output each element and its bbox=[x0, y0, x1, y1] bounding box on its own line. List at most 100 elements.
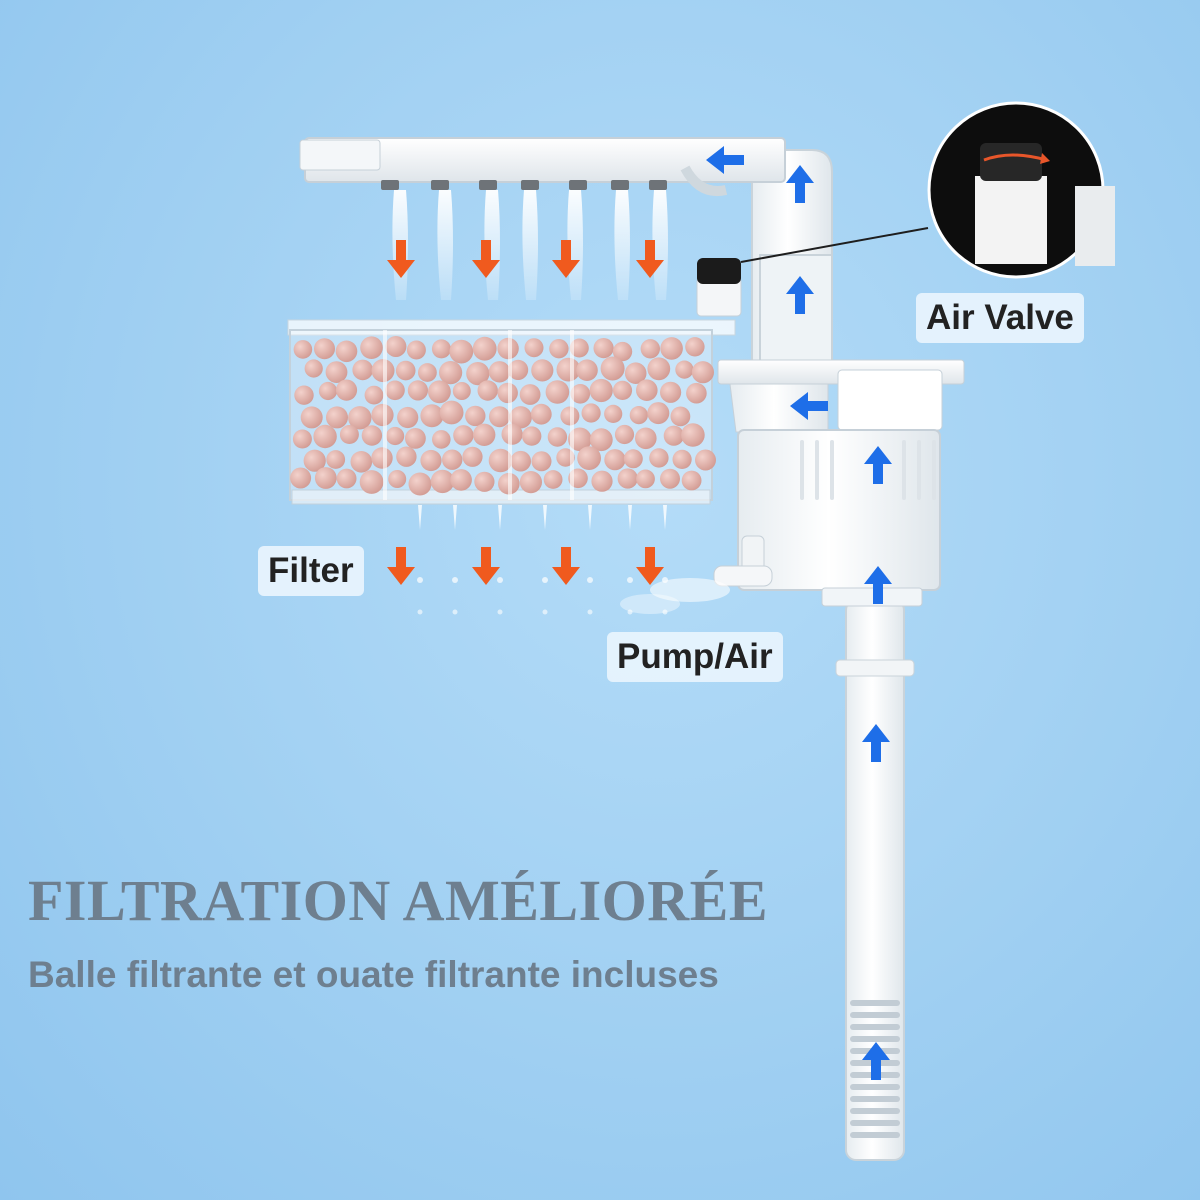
media-ball bbox=[359, 470, 384, 494]
media-ball bbox=[507, 359, 529, 380]
media-ball bbox=[593, 338, 614, 359]
media-ball bbox=[629, 406, 648, 425]
blue-up-arrow-icon bbox=[786, 165, 814, 203]
blue-up-arrow-icon bbox=[862, 1042, 890, 1080]
pump-vent-ribs bbox=[800, 440, 936, 500]
media-ball bbox=[530, 403, 552, 425]
media-ball bbox=[663, 425, 684, 446]
media-ball bbox=[531, 359, 554, 382]
media-ball bbox=[604, 449, 626, 471]
media-ball bbox=[442, 449, 463, 470]
media-ball bbox=[681, 470, 702, 491]
media-ball bbox=[672, 449, 692, 469]
filter-label: Filter bbox=[258, 546, 364, 596]
media-ball bbox=[612, 341, 633, 362]
riser-pipe bbox=[751, 149, 833, 376]
media-ball bbox=[348, 406, 372, 430]
media-ball bbox=[635, 427, 657, 450]
media-ball bbox=[420, 404, 444, 428]
orange-down-arrow-icon bbox=[552, 547, 580, 585]
vent-rib bbox=[815, 440, 819, 500]
media-ball bbox=[501, 423, 523, 445]
media-ball bbox=[591, 470, 613, 492]
media-ball bbox=[489, 406, 510, 428]
media-ball bbox=[388, 470, 407, 488]
droplet bbox=[452, 609, 458, 615]
media-ball bbox=[360, 336, 383, 360]
media-ball bbox=[385, 336, 407, 357]
vent-rib bbox=[800, 440, 804, 500]
droplet bbox=[627, 577, 633, 583]
vent-rib bbox=[917, 440, 921, 500]
vent-rib bbox=[932, 440, 936, 500]
drip bbox=[453, 505, 457, 530]
media-ball bbox=[314, 467, 337, 489]
media-ball bbox=[519, 471, 543, 494]
water-stream bbox=[522, 190, 538, 300]
nozzle bbox=[479, 180, 497, 190]
drip bbox=[628, 505, 632, 530]
nozzle bbox=[649, 180, 667, 190]
orange-down-arrow-icon bbox=[636, 547, 664, 585]
media-ball bbox=[420, 449, 442, 472]
flow-arrows bbox=[387, 146, 892, 1080]
water-stream bbox=[437, 190, 453, 300]
media-ball bbox=[543, 470, 563, 489]
media-ball bbox=[371, 447, 393, 469]
media-ball bbox=[397, 406, 419, 429]
pump-air-label: Pump/Air bbox=[607, 632, 783, 682]
blue-up-arrow-icon bbox=[862, 724, 890, 762]
orange-down-arrow-icon bbox=[552, 240, 580, 278]
media-ball bbox=[497, 382, 518, 404]
media-ball bbox=[612, 380, 633, 400]
nozzle bbox=[569, 180, 587, 190]
media-ball bbox=[386, 426, 405, 446]
media-ball bbox=[624, 362, 647, 385]
droplet bbox=[542, 609, 548, 615]
media-ball bbox=[569, 338, 589, 358]
media-ball bbox=[396, 446, 417, 467]
drip bbox=[498, 505, 502, 530]
media-ball bbox=[430, 469, 455, 494]
media-ball bbox=[691, 361, 715, 384]
drip bbox=[543, 505, 547, 530]
media-ball bbox=[488, 361, 511, 383]
media-ball bbox=[647, 357, 671, 381]
droplet bbox=[662, 609, 668, 615]
strainer-slot bbox=[850, 1132, 900, 1138]
strainer-slot bbox=[850, 1024, 900, 1030]
media-ball bbox=[647, 402, 670, 425]
media-ball bbox=[466, 362, 490, 386]
air-valve bbox=[696, 227, 929, 317]
media-ball bbox=[660, 381, 682, 403]
media-ball bbox=[636, 379, 658, 402]
intake-tube bbox=[835, 599, 915, 1161]
media-ball bbox=[477, 380, 498, 401]
blue-up-arrow-icon bbox=[864, 446, 892, 484]
media-ball bbox=[395, 360, 416, 381]
strainer-slots bbox=[850, 1000, 900, 1138]
media-ball bbox=[361, 425, 383, 446]
media-ball bbox=[600, 356, 625, 381]
droplet bbox=[452, 577, 458, 583]
headline: FILTRATION AMÉLIORÉE bbox=[28, 868, 769, 933]
orange-down-arrow-icon bbox=[387, 240, 415, 278]
media-ball bbox=[589, 428, 613, 452]
media-ball bbox=[524, 338, 544, 358]
strainer-slot bbox=[850, 1108, 900, 1114]
media-ball bbox=[519, 384, 541, 405]
media-ball bbox=[364, 385, 384, 405]
media-ball bbox=[292, 429, 312, 449]
media-ball bbox=[649, 448, 669, 468]
media-ball bbox=[675, 360, 694, 379]
strainer-slot bbox=[850, 1120, 900, 1126]
strainer-slot bbox=[850, 1000, 900, 1006]
media-ball bbox=[371, 403, 394, 427]
orange-down-arrow-icon bbox=[387, 547, 415, 585]
air-valve-label: Air Valve bbox=[916, 293, 1084, 343]
media-ball bbox=[577, 446, 601, 470]
blue-up-arrow-icon bbox=[864, 566, 892, 604]
media-ball bbox=[560, 406, 580, 426]
media-ball bbox=[452, 382, 471, 400]
